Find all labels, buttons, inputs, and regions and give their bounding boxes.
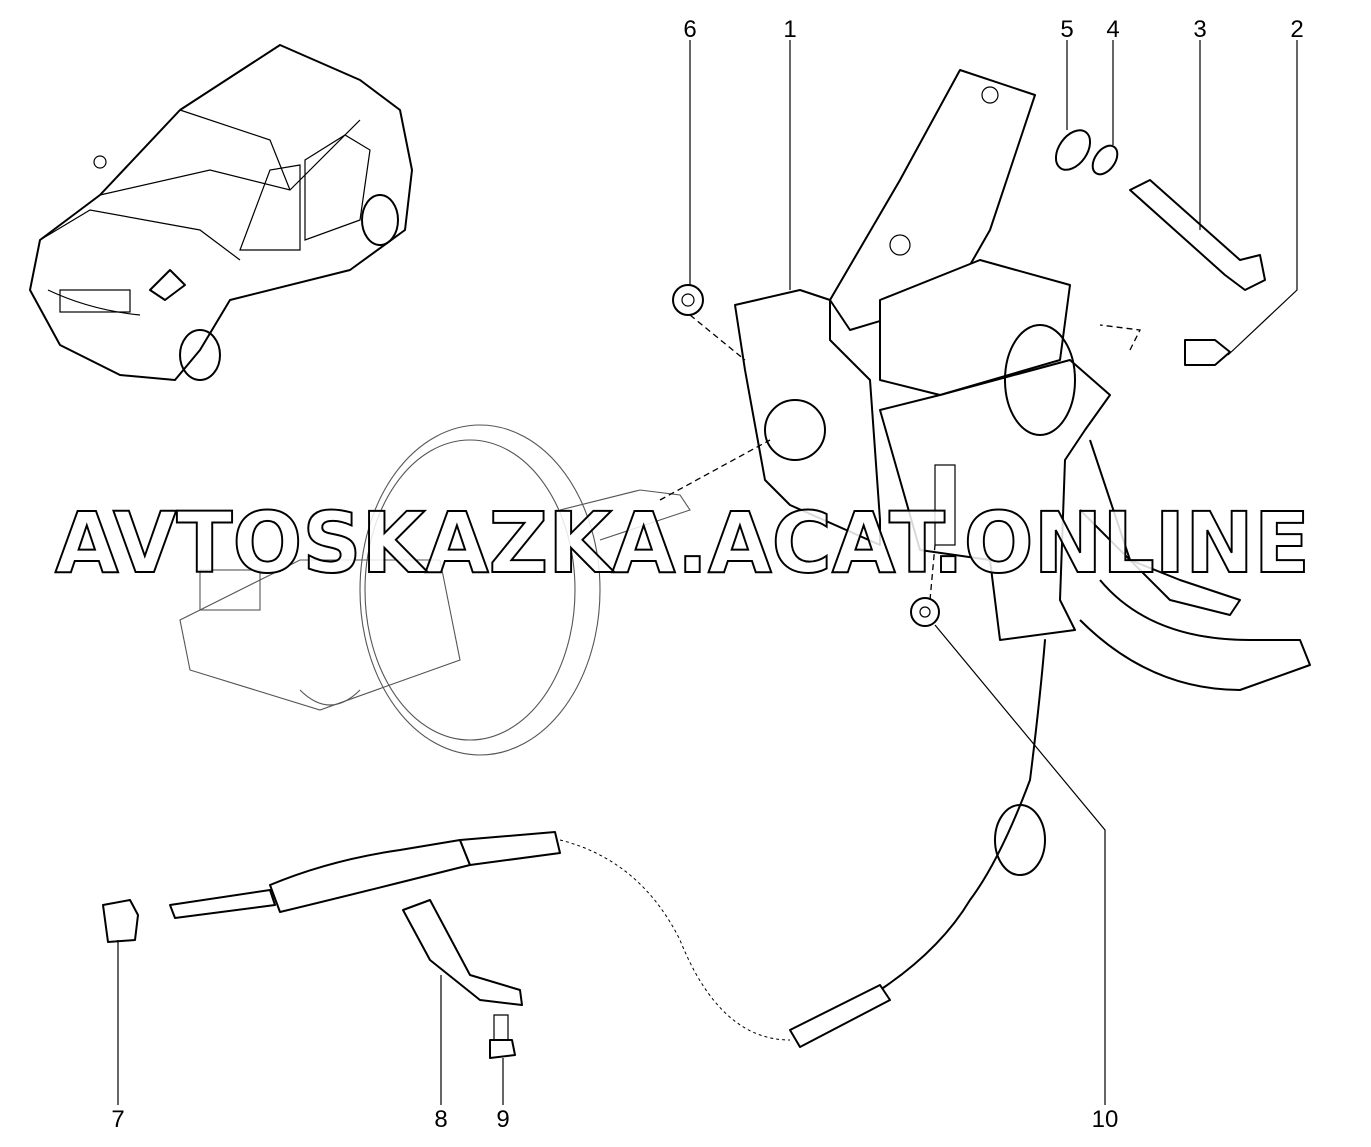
pedal-bracket-part-1	[734, 69, 1311, 991]
callout-9: 9	[496, 1106, 509, 1133]
callout-6: 6	[683, 16, 696, 43]
car-locator-illustration	[29, 44, 413, 381]
brake-booster-illustration	[179, 424, 691, 756]
callout-4: 4	[1106, 16, 1119, 43]
callout-2: 2	[1290, 16, 1303, 43]
leader-lines	[117, 40, 1298, 1105]
callout-10: 10	[1092, 1106, 1119, 1133]
callout-3: 3	[1193, 16, 1206, 43]
callout-1: 1	[783, 16, 796, 43]
callout-7: 7	[111, 1106, 124, 1133]
clutch-cable-part	[169, 804, 1046, 1048]
callout-8: 8	[434, 1106, 447, 1133]
small-parts	[102, 129, 1266, 1059]
watermark: AVTOSKAZKA.ACAT.ONLINE	[55, 494, 1310, 592]
callout-5: 5	[1060, 16, 1073, 43]
